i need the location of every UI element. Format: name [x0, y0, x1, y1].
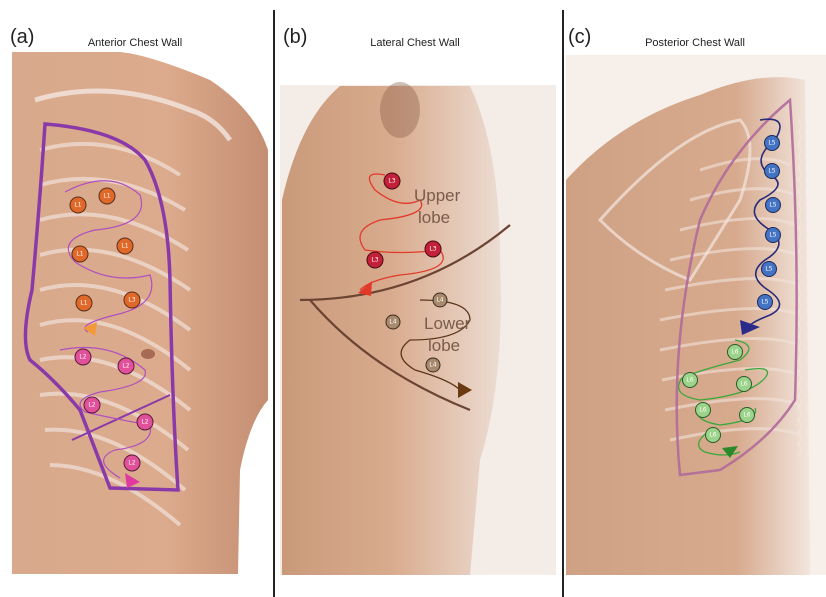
lateral-point-2: L3	[367, 252, 383, 268]
lower-lobe-label-2: lobe	[428, 336, 460, 355]
svg-text:L2: L2	[122, 363, 129, 370]
svg-text:L6: L6	[731, 349, 738, 356]
lateral-point-5: L4	[386, 315, 400, 329]
anterior-point-8: L2	[118, 358, 134, 374]
svg-text:L5: L5	[768, 168, 775, 175]
posterior-point-5: L5	[762, 262, 777, 277]
svg-text:L1: L1	[76, 251, 83, 258]
upper-lobe-label-1: Upper	[414, 186, 461, 205]
anterior-point-3: L1	[72, 246, 88, 262]
lateral-point-6: L4	[426, 358, 440, 372]
anterior-point-11: L2	[124, 455, 140, 471]
posterior-point-8: L6	[683, 373, 698, 388]
anterior-point-4: L1	[117, 238, 133, 254]
svg-text:L1: L1	[74, 202, 81, 209]
svg-text:L4: L4	[429, 362, 436, 369]
posterior-point-1: L5	[765, 136, 780, 151]
svg-text:L3: L3	[128, 297, 135, 304]
svg-text:L2: L2	[128, 460, 135, 467]
anterior-point-6: L3	[124, 292, 140, 308]
anterior-point-10: L2	[137, 414, 153, 430]
svg-text:L2: L2	[141, 419, 148, 426]
anterior-point-1: L1	[70, 197, 86, 213]
anterior-point-5: L1	[76, 295, 92, 311]
svg-text:L5: L5	[768, 140, 775, 147]
posterior-point-6: L5	[758, 295, 773, 310]
anterior-point-9: L2	[84, 397, 100, 413]
svg-text:L5: L5	[769, 202, 776, 209]
anterior-point-2: L1	[99, 188, 115, 204]
svg-text:L3: L3	[429, 246, 436, 253]
lateral-point-4: L4	[433, 293, 447, 307]
nipple-marker	[141, 349, 155, 359]
svg-text:L6: L6	[709, 432, 716, 439]
panel-c-illustration: L5 L5 L5 L5 L5 L5 L6 L6 L6 L6 L6 L6	[566, 55, 826, 575]
posterior-point-11: L6	[740, 408, 755, 423]
anterior-point-7: L2	[75, 349, 91, 365]
svg-text:L1: L1	[80, 300, 87, 307]
svg-text:L6: L6	[740, 381, 747, 388]
svg-text:L4: L4	[436, 297, 443, 304]
upper-lobe-label-2: lobe	[418, 208, 450, 227]
posterior-point-9: L6	[737, 377, 752, 392]
svg-text:L5: L5	[765, 266, 772, 273]
svg-text:L1: L1	[121, 243, 128, 250]
posterior-point-4: L5	[766, 228, 781, 243]
posterior-point-10: L6	[696, 403, 711, 418]
svg-text:L6: L6	[699, 407, 706, 414]
svg-text:L4: L4	[389, 319, 396, 326]
axilla-shadow	[380, 82, 420, 138]
svg-text:L3: L3	[388, 178, 395, 185]
svg-text:L6: L6	[743, 412, 750, 419]
svg-text:L1: L1	[103, 193, 110, 200]
svg-text:L2: L2	[79, 354, 86, 361]
svg-text:L6: L6	[686, 377, 693, 384]
svg-text:L5: L5	[769, 232, 776, 239]
panel-a-illustration: L1 L1 L1 L1 L1 L3 L2 L2 L2 L2 L2	[12, 52, 268, 574]
panel-b-illustration: Upper lobe Lower lobe L3 L3 L3 L4 L4 L4	[280, 82, 556, 575]
svg-text:L5: L5	[761, 299, 768, 306]
svg-text:L3: L3	[371, 257, 378, 264]
posterior-point-3: L5	[766, 198, 781, 213]
posterior-back-skin	[566, 77, 810, 575]
lateral-point-1: L3	[384, 173, 400, 189]
lower-lobe-label-1: Lower	[424, 314, 471, 333]
posterior-point-2: L5	[765, 164, 780, 179]
lateral-point-3: L3	[425, 241, 441, 257]
posterior-point-12: L6	[706, 428, 721, 443]
posterior-point-7: L6	[728, 345, 743, 360]
svg-text:L2: L2	[88, 402, 95, 409]
